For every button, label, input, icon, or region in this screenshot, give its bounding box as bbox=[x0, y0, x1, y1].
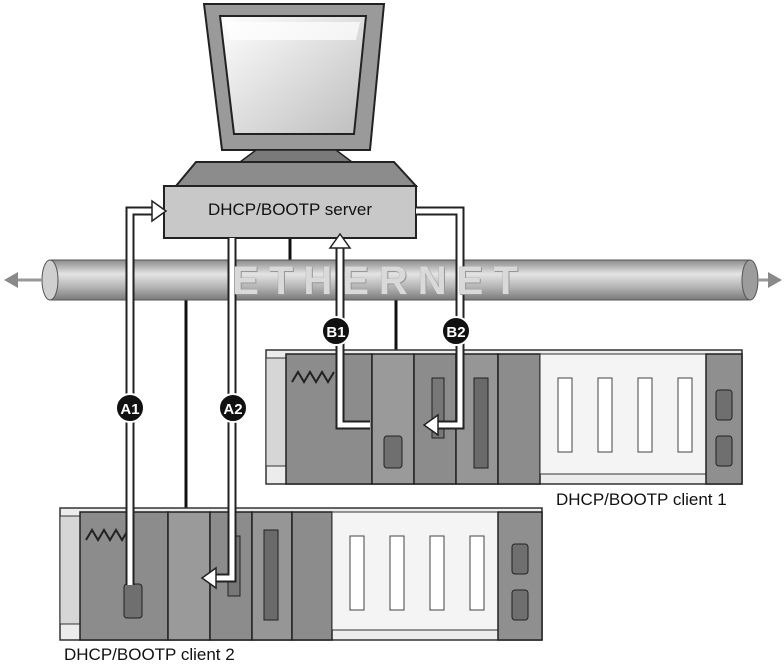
flow-badge-b2: B2 bbox=[441, 316, 471, 346]
flow-path-a bbox=[125, 199, 237, 590]
monitor-icon bbox=[173, 3, 419, 187]
server-box bbox=[163, 185, 417, 239]
client-2-label: DHCP/BOOTP client 2 bbox=[64, 645, 235, 664]
ethernet-cable bbox=[4, 259, 782, 301]
flow-badge-a1: A1 bbox=[115, 393, 145, 423]
server-label: DHCP/BOOTP server bbox=[207, 200, 373, 219]
drop-lines bbox=[184, 238, 398, 508]
ethernet-label: ETHERNET bbox=[232, 259, 528, 303]
flow-badge-a2: A2 bbox=[218, 393, 248, 423]
client-1-label: DHCP/BOOTP client 1 bbox=[556, 490, 727, 509]
flow-badge-b1: B1 bbox=[321, 316, 351, 346]
plc-rack-client-1 bbox=[265, 349, 743, 485]
plc-rack-client-2 bbox=[59, 507, 543, 641]
